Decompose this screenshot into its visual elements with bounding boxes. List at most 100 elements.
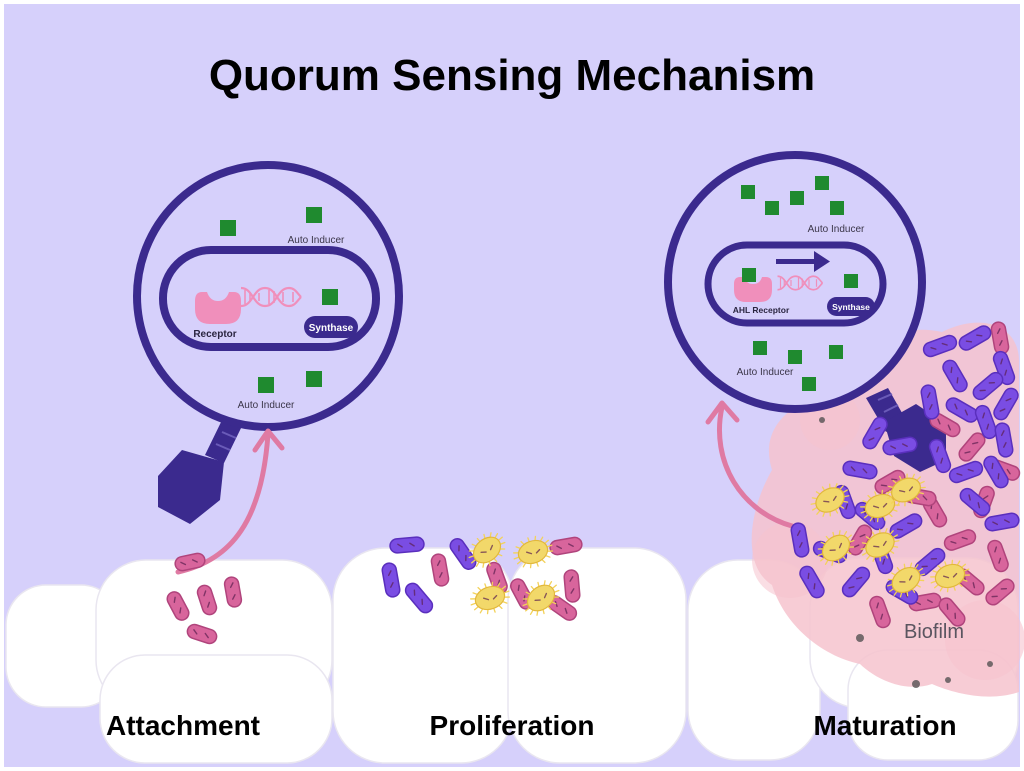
autoinducer-molecule xyxy=(844,274,858,288)
purple-bacterium xyxy=(942,359,968,393)
synthase-pill xyxy=(827,297,875,316)
purple-bacterium xyxy=(959,487,991,517)
speck xyxy=(819,417,825,423)
ahl-receptor-label: AHL Receptor xyxy=(733,305,790,315)
purple-bacterium xyxy=(948,460,984,484)
purple-bacterium xyxy=(882,436,918,456)
autoinducer-molecule xyxy=(742,268,756,282)
pink-bacterium xyxy=(958,432,986,462)
autoinducer-molecule xyxy=(815,176,829,190)
bacterial-cell xyxy=(704,241,887,327)
yellow-bacterium xyxy=(810,483,850,517)
receptor-icon xyxy=(734,277,772,302)
autoinducer-molecule xyxy=(790,191,804,205)
purple-bacterium xyxy=(992,350,1016,386)
autoinducer-molecule xyxy=(829,345,843,359)
speck xyxy=(945,677,951,683)
purple-bacterium xyxy=(958,325,992,351)
pink-bacterium xyxy=(186,623,218,645)
bacterial-cell xyxy=(159,246,380,351)
pink-bacterium xyxy=(563,569,581,603)
autoinducer-molecule xyxy=(741,185,755,199)
pink-bacterium xyxy=(549,536,583,556)
purple-bacterium xyxy=(862,416,888,450)
autoinducer-molecule xyxy=(765,201,779,215)
yellow-bacterium xyxy=(817,530,855,566)
transcription-arrow-icon xyxy=(776,251,830,272)
pink-bacterium xyxy=(938,597,966,627)
purple-bacterium xyxy=(381,562,401,598)
bacteria-proliferation xyxy=(381,532,583,621)
bacteria-attachment xyxy=(166,552,243,645)
synthase-label: Synthase xyxy=(309,323,354,334)
auto-inducer-label: Auto Inducer xyxy=(238,400,295,411)
purple-bacterium xyxy=(842,460,878,480)
yellow-bacterium xyxy=(470,581,510,615)
autoinducer-molecule xyxy=(753,341,767,355)
purple-bacterium xyxy=(984,512,1020,532)
purple-bacterium xyxy=(841,566,871,598)
autoinducer-molecule xyxy=(306,207,322,223)
speck xyxy=(856,634,864,642)
purple-bacterium xyxy=(974,404,998,440)
autoinducer-molecule xyxy=(258,377,274,393)
bacteria-maturation xyxy=(790,321,1021,629)
yellow-bacterium xyxy=(522,580,560,616)
page-title: Quorum Sensing Mechanism xyxy=(209,51,815,100)
pink-bacterium xyxy=(987,539,1009,573)
autoinducer-molecule xyxy=(322,289,338,305)
biofilm-label: Biofilm xyxy=(904,621,964,643)
pink-bacterium xyxy=(869,595,891,629)
autoinducer-molecule xyxy=(306,371,322,387)
auto-inducer-label: Auto Inducer xyxy=(737,367,794,378)
autoinducer-molecule xyxy=(830,201,844,215)
purple-bacterium xyxy=(449,538,477,570)
synthase-label: Synthase xyxy=(832,302,870,312)
magnifier-icon xyxy=(133,161,403,431)
yellow-bacterium xyxy=(886,473,926,507)
yellow-bacterium xyxy=(930,559,970,593)
tooth xyxy=(99,654,333,764)
yellow-bacterium xyxy=(860,528,900,562)
purple-bacterium xyxy=(889,513,923,539)
purple-bacterium xyxy=(790,522,810,558)
flow-arrow-right xyxy=(705,400,795,529)
magnifier-handle xyxy=(158,416,243,524)
synthase-pill xyxy=(304,316,358,338)
pink-bacterium xyxy=(166,591,190,621)
pink-bacterium xyxy=(990,321,1010,355)
purple-bacterium xyxy=(920,384,940,420)
pink-bacterium xyxy=(430,553,450,587)
pink-bacterium xyxy=(985,578,1015,606)
speck xyxy=(912,680,920,688)
pink-bacterium xyxy=(196,584,218,616)
stage-attachment-label: Attachment xyxy=(106,710,260,741)
purple-bacterium xyxy=(928,438,952,474)
purple-bacterium xyxy=(983,455,1009,489)
purple-bacterium xyxy=(994,422,1014,458)
yellow-bacterium xyxy=(513,535,553,569)
pink-bacterium xyxy=(486,561,508,595)
autoinducer-molecule xyxy=(788,350,802,364)
magnifier-left: Auto Inducer Receptor Synthase Auto Indu… xyxy=(133,161,403,524)
speck xyxy=(987,661,993,667)
stage-proliferation-label: Proliferation xyxy=(430,710,595,741)
yellow-bacterium xyxy=(468,532,506,568)
purple-bacterium xyxy=(389,536,425,554)
magnifier-icon xyxy=(664,151,926,413)
pink-bacterium xyxy=(943,529,977,551)
pink-bacterium xyxy=(223,576,243,608)
receptor-label: Receptor xyxy=(193,329,236,340)
receptor-icon xyxy=(195,292,241,324)
yellow-bacterium xyxy=(886,562,926,598)
purple-bacterium xyxy=(993,387,1019,421)
autoinducer-molecule xyxy=(802,377,816,391)
purple-bacterium xyxy=(799,565,825,599)
purple-bacterium xyxy=(972,371,1004,401)
stage-maturation-label: Maturation xyxy=(813,710,956,741)
purple-bacterium xyxy=(922,334,958,358)
auto-inducer-label: Auto Inducer xyxy=(288,235,345,246)
pink-bacterium xyxy=(174,552,206,572)
auto-inducer-label: Auto Inducer xyxy=(808,224,865,235)
